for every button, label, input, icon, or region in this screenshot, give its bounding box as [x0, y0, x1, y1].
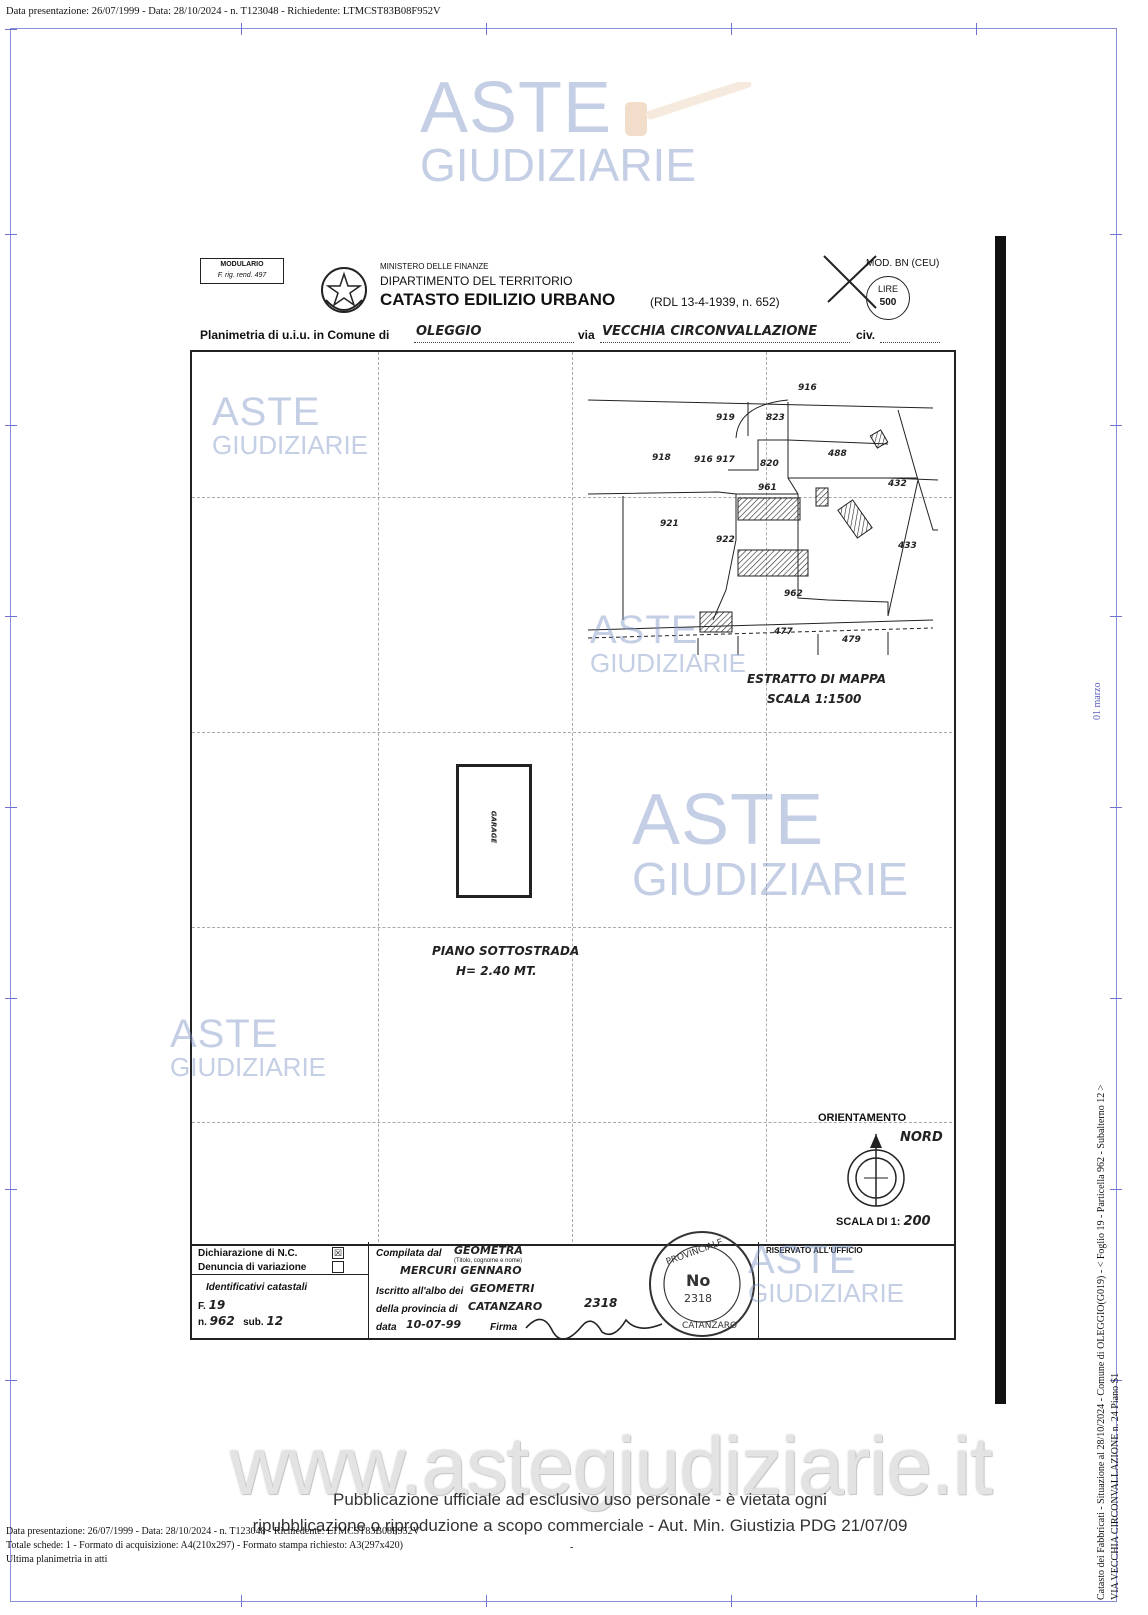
svg-text:2318: 2318	[684, 1292, 712, 1305]
data-label: data	[376, 1322, 397, 1333]
notice-line-2: ripubblicazione o riproduzione a scopo c…	[252, 1516, 908, 1535]
identificativi-label: Identificativi catastali	[206, 1282, 308, 1293]
data-value: 10-07-99	[406, 1318, 462, 1331]
parcel-label: 433	[897, 541, 917, 551]
cadastral-sheet: MODULARIO F. rig. rend. 497 MINISTERO DE…	[176, 236, 1006, 1404]
parcel-label: 432	[887, 479, 907, 489]
signature	[525, 1318, 663, 1340]
side-mark: 01 marzo	[1092, 682, 1103, 721]
professional-stamp: PROVINCIALE CATANZARO No 2318	[649, 1231, 755, 1337]
footer-line-3: Ultima planimetria in atti	[6, 1554, 108, 1565]
footer-line-2: Totale schede: 1 - Formato di acquisizio…	[6, 1540, 403, 1551]
law-reference: (RDL 13-4-1939, n. 652)	[650, 295, 780, 309]
bottom-table: Dichiarazione di N.C. ☒ Denuncia di vari…	[190, 1231, 956, 1340]
parcel-label: 917	[716, 455, 736, 465]
emblem-icon	[321, 267, 367, 313]
scala-plan-label: SCALA DI 1: 200	[836, 1214, 931, 1229]
numero-value: 2318	[584, 1296, 618, 1310]
denuncia-label: Denuncia di variazione	[198, 1262, 307, 1273]
parcel-label: 916	[694, 455, 713, 465]
svg-text:CATANZARO: CATANZARO	[682, 1321, 737, 1331]
watermark-logo: ASTE GIUDIZIARIE	[632, 780, 909, 905]
parcel-label: 921	[660, 519, 679, 529]
provincia-label: della provincia di	[376, 1304, 458, 1315]
drawing-area: 916 919 823 918 916 917 820 488 432 961 …	[190, 350, 956, 1246]
parcel-label: 961	[758, 483, 777, 493]
mod-label: MOD. BN (CEU)	[866, 258, 940, 269]
modulario-box: MODULARIO F. rig. rend. 497	[200, 258, 284, 284]
watermark-logo: ASTE GIUDIZIARIE	[590, 608, 747, 678]
header-info: Data presentazione: 26/07/1999 - Data: 2…	[6, 6, 441, 17]
department-label: DIPARTIMENTO DEL TERRITORIO	[380, 274, 573, 288]
side-info-line-1: Catasto dei Fabbricati - Situazione al 2…	[1096, 1084, 1107, 1600]
provincia-value: CATANZARO	[468, 1300, 543, 1313]
civ-label: civ.	[856, 328, 876, 342]
foglio-field: F. 19	[198, 1298, 226, 1312]
via-value: VECCHIA CIRCONVALLAZIONE	[602, 324, 818, 339]
compilata-label: Compilata dal	[376, 1248, 442, 1259]
iscritto-label: Iscritto all'albo dei	[376, 1286, 464, 1297]
watermark-logo-top: ASTE GIUDIZIARIE	[420, 72, 752, 188]
watermark-logo: ASTE GIUDIZIARIE	[212, 390, 369, 460]
piano-label: PIANO SOTTOSTRADA	[432, 944, 580, 958]
parcel-label: 479	[841, 635, 861, 645]
notice-line-1: Pubblicazione ufficiale ad esclusivo uso…	[333, 1490, 827, 1509]
particella-field: n. 962 sub. 12	[198, 1314, 284, 1328]
page-frame	[5, 23, 1122, 1607]
lire-stamp: LIRE 500	[866, 276, 910, 320]
ministry-label: MINISTERO DELLE FINANZE	[380, 262, 489, 271]
garage-plan: GARAGE	[456, 764, 532, 898]
dichiarazione-label: Dichiarazione di N.C.	[198, 1248, 298, 1259]
denuncia-checkbox	[332, 1261, 344, 1273]
scala-map-label: SCALA 1:1500	[767, 692, 862, 706]
parcel-label: 477	[773, 627, 794, 637]
map-extract: 916 919 823 918 916 917 820 488 432 961 …	[588, 383, 939, 655]
nome-value: MERCURI GENNARO	[400, 1264, 522, 1277]
svg-text:PROVINCIALE: PROVINCIALE	[665, 1238, 725, 1268]
comune-value: OLEGGIO	[416, 324, 482, 339]
gavel-icon	[625, 82, 752, 136]
site-watermark: www.astegiudiziarie.it	[230, 1421, 993, 1512]
footer-dash: -	[570, 1542, 574, 1553]
dichiarazione-checkbox: ☒	[332, 1247, 344, 1259]
height-label: H= 2.40 MT.	[456, 964, 537, 978]
iscritto-value: GEOMETRI	[470, 1282, 535, 1295]
parcel-label: 820	[760, 459, 779, 469]
via-label: via	[578, 328, 595, 342]
planimetria-label: Planimetria di u.i.u. in Comune di	[200, 328, 390, 342]
form-title: CATASTO EDILIZIO URBANO	[380, 290, 616, 309]
parcel-label: 962	[784, 589, 803, 599]
side-info-line-2: VIA VECCHIA CIRCONVALLAZIONE n. 24 Piano…	[1110, 1372, 1121, 1600]
watermark-logo: ASTE GIUDIZIARIE	[748, 1238, 905, 1308]
parcel-label: 488	[827, 449, 847, 459]
parcel-label: 916	[798, 383, 817, 393]
parcel-label: 823	[766, 413, 785, 423]
svg-text:No: No	[686, 1271, 710, 1290]
parcel-label: 922	[716, 535, 735, 545]
parcel-label: 919	[716, 413, 735, 423]
footer-line-1: Data presentazione: 26/07/1999 - Data: 2…	[6, 1526, 420, 1537]
nord-label: NORD	[900, 1130, 943, 1145]
parcel-label: 918	[652, 453, 671, 463]
titolo-hint: (Titolo, cognome e nome)	[454, 1258, 523, 1264]
estratto-label: ESTRATTO DI MAPPA	[747, 672, 887, 686]
sheet-edge	[995, 236, 1006, 1404]
orientamento-label: ORIENTAMENTO	[818, 1112, 907, 1124]
watermark-logo: ASTE GIUDIZIARIE	[170, 1012, 327, 1082]
compilata-value: GEOMETRA	[454, 1244, 523, 1257]
riservato-label: RISERVATO ALL'UFFICIO	[766, 1246, 863, 1255]
firma-label: Firma	[490, 1322, 518, 1333]
compass-icon	[847, 1134, 905, 1207]
